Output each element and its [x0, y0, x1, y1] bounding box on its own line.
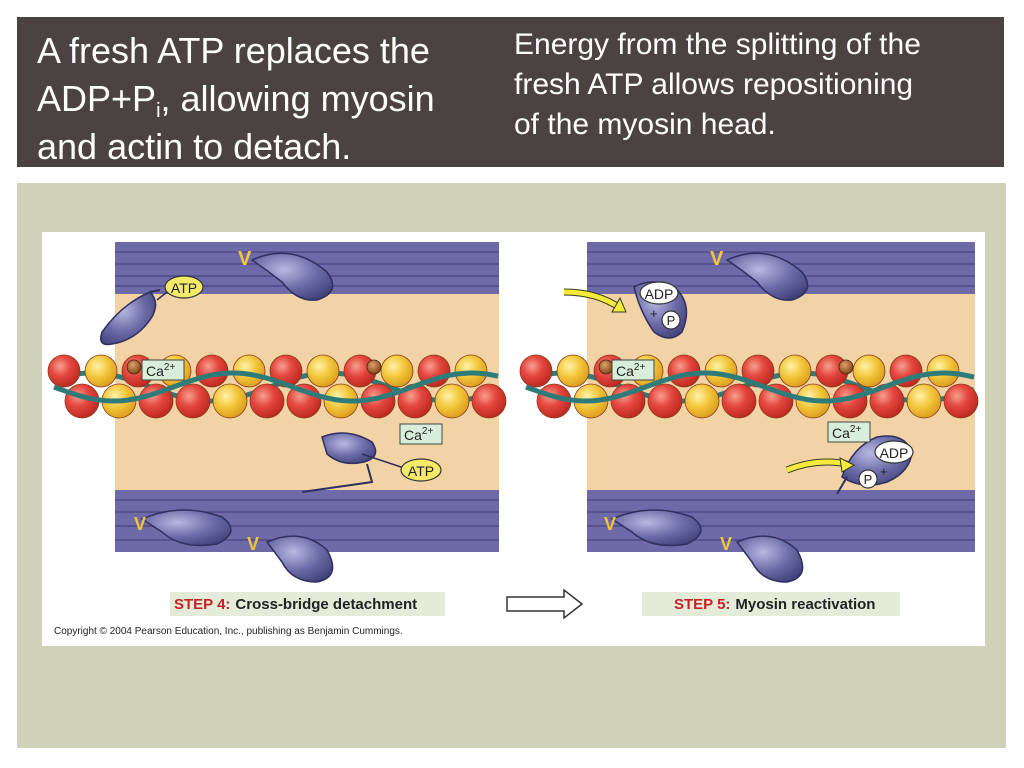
plus-sign: +: [880, 464, 888, 479]
left-caption-subscript: i: [156, 100, 161, 122]
left-caption-line2-pre: ADP+P: [37, 78, 157, 119]
calcium-symbol: Ca: [146, 363, 164, 379]
figure-svg: V V V ATP ATP: [47, 242, 979, 637]
step4-number: STEP 4:: [174, 596, 230, 613]
phosphate-badge-lower: [858, 469, 878, 489]
actin-bead: [778, 354, 812, 388]
detached-myosin-head-upper: [100, 291, 157, 346]
calcium-label: Ca2+: [832, 424, 861, 441]
step5-label: STEP 5: Myosin reactivation: [674, 596, 875, 613]
actin-bead: [306, 354, 340, 388]
calcium-label: Ca2+: [404, 426, 433, 443]
atp-label-lower: ATP: [408, 463, 434, 479]
calcium-charge: 2+: [164, 362, 176, 373]
transition-arrow: [506, 588, 584, 620]
calcium-symbol: Ca: [832, 425, 850, 441]
calcium-badge-left-a: [141, 359, 185, 381]
actin-bead: [906, 383, 942, 419]
hinge-mark: V: [720, 534, 732, 554]
left-caption: A fresh ATP replaces the ADP+Pi, allowin…: [37, 27, 487, 171]
phosphate-label-lower: P: [864, 472, 873, 487]
troponin-complex: [598, 359, 614, 375]
hinge-mark: V: [710, 248, 724, 270]
calcium-badge-left-b: [399, 423, 443, 445]
hinge-mark: V: [247, 534, 259, 554]
step5-label-bg: [642, 592, 900, 616]
actin-bead: [84, 354, 118, 388]
right-caption: Energy from the splitting of the fresh A…: [514, 25, 994, 145]
actin-bead: [212, 383, 248, 419]
adp-label-lower: ADP: [880, 445, 909, 461]
left-caption-line3: and actin to detach.: [37, 126, 352, 167]
hinge-mark: V: [238, 248, 252, 270]
calcium-badge-right-b: [827, 421, 871, 443]
actin-bead: [47, 354, 81, 388]
detached-myosin-head-lower: [321, 432, 377, 465]
step4-title: Cross-bridge detachment: [235, 596, 417, 613]
plus-sign: +: [650, 306, 658, 321]
calcium-symbol: Ca: [404, 427, 422, 443]
tropomyosin-strand: [525, 370, 975, 404]
actin-bead: [556, 354, 590, 388]
actin-bead: [249, 383, 285, 419]
tropomyosin-strand: [53, 370, 499, 404]
calcium-label: Ca2+: [616, 362, 645, 379]
actin-bead: [434, 383, 470, 419]
calcium-symbol: Ca: [616, 363, 634, 379]
thin-filament-left: [47, 354, 507, 419]
atp-badge-lower: [400, 458, 442, 482]
myosin-head-bottom-left-b: [265, 535, 334, 583]
step5-title: Myosin reactivation: [735, 596, 875, 613]
calcium-badge-right-a: [611, 359, 655, 381]
step5-number: STEP 5:: [674, 596, 730, 613]
left-caption-line1: A fresh ATP replaces the: [37, 30, 430, 71]
actin-bead: [721, 383, 757, 419]
troponin-complex: [126, 359, 142, 375]
left-caption-line2-post: , allowing myosin: [160, 78, 435, 119]
header-banner: A fresh ATP replaces the ADP+Pi, allowin…: [17, 17, 1004, 167]
left-caption-line2: ADP+Pi, allowing myosin: [37, 75, 487, 123]
step4-label: STEP 4: Cross-bridge detachment: [174, 596, 417, 613]
troponin-complex: [366, 359, 382, 375]
actin-bead: [943, 383, 979, 419]
calcium-charge: 2+: [634, 362, 646, 373]
actin-bead: [380, 354, 414, 388]
actin-bead: [647, 383, 683, 419]
phosphate-badge-upper: [661, 310, 681, 330]
thin-filament-right: [519, 354, 979, 419]
troponin-complex: [838, 359, 854, 375]
myosin-head-top-right: [725, 252, 809, 301]
step4-label-bg: [170, 592, 445, 616]
right-caption-line3: of the myosin head.: [514, 108, 776, 141]
atp-badge-upper: [164, 275, 204, 299]
adp-label-upper: ADP: [645, 286, 674, 302]
adp-badge-upper: [639, 281, 679, 305]
myosin-head-bottom-right-a: [610, 509, 702, 547]
right-caption-line1: Energy from the splitting of the: [514, 28, 921, 61]
calcium-label: Ca2+: [146, 362, 175, 379]
myosin-head-bottom-right-b: [735, 535, 804, 583]
phosphate-label-upper: P: [667, 313, 676, 328]
calcium-charge: 2+: [422, 426, 434, 437]
actin-bead: [175, 383, 211, 419]
actin-bead: [852, 354, 886, 388]
atp-label-upper: ATP: [171, 280, 197, 296]
adp-badge-lower: [874, 440, 914, 464]
myosin-head-bottom-left-a: [140, 509, 232, 547]
actin-bead: [684, 383, 720, 419]
hinge-mark: V: [604, 514, 616, 534]
actin-bead: [519, 354, 553, 388]
calcium-charge: 2+: [850, 424, 862, 435]
cross-bridge-figure: V V V ATP ATP: [42, 232, 985, 646]
hinge-mark: V: [134, 514, 146, 534]
panel-step4: V V V ATP ATP: [100, 242, 499, 583]
actin-bead: [471, 383, 507, 419]
myosin-head-top-left: [250, 252, 334, 301]
copyright-notice: Copyright © 2004 Pearson Education, Inc.…: [54, 626, 403, 637]
right-caption-line2: fresh ATP allows repositioning: [514, 68, 914, 101]
